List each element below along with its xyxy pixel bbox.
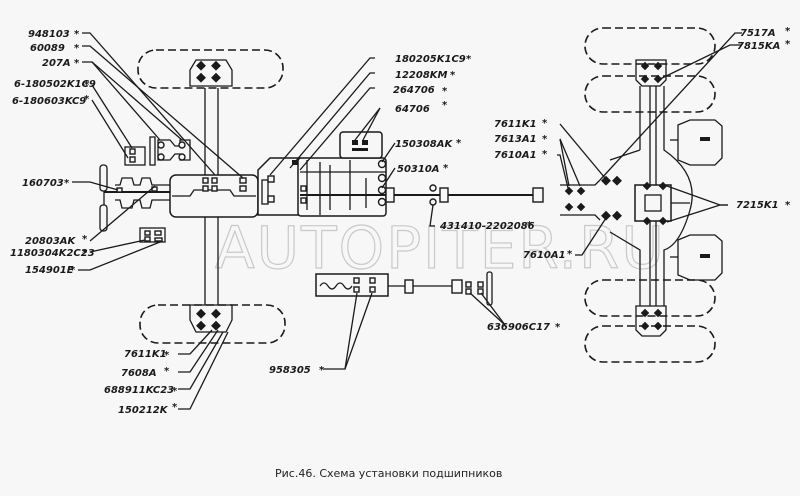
marker-star: *	[542, 134, 548, 145]
marker-star: *	[74, 43, 80, 54]
part-label-7608a: 7608A	[121, 368, 157, 379]
marker-star: *	[164, 366, 170, 377]
part-label-180205k1c9: 180205K1C9	[395, 54, 466, 65]
propeller-shaft	[385, 184, 544, 206]
marker-star: *	[172, 402, 178, 413]
marker-star: *	[555, 322, 561, 333]
brake-drum-top	[670, 119, 723, 166]
part-label-7613a1: 7613A1	[494, 134, 537, 145]
marker-star: *	[70, 265, 76, 276]
marker-star: *	[82, 248, 88, 259]
part-label-12208km: 12208KM	[395, 70, 448, 81]
part-label-207a: 207A	[42, 58, 71, 69]
part-label-688911kc23: 688911KC23	[104, 385, 174, 396]
marker-star: *	[785, 39, 791, 50]
clutch-housing	[257, 157, 301, 216]
part-label-636906c17: 636906C17	[487, 322, 550, 333]
brake-drum-bottom	[670, 234, 723, 281]
marker-star: *	[74, 29, 80, 40]
part-label-264706: 264706	[393, 85, 435, 96]
marker-star: *	[785, 200, 791, 211]
part-label-154901e: 154901E	[25, 265, 74, 276]
part-label-6-180603kc9: 6-180603KC9	[12, 96, 86, 107]
marker-star: *	[64, 178, 70, 189]
marker-star: *	[527, 220, 533, 231]
marker-star: *	[567, 249, 573, 260]
marker-star: *	[74, 58, 80, 69]
marker-star: *	[84, 94, 90, 105]
part-label-50310a: 50310A	[397, 164, 440, 175]
watermark: AUTOPITER.RU	[215, 214, 666, 282]
marker-star: *	[443, 163, 449, 174]
part-label-7611k1-bottom: 7611K1	[124, 349, 167, 360]
front-left-wheel-bottom	[139, 304, 286, 344]
leader-lines	[72, 32, 742, 410]
part-label-7215k1: 7215K1	[736, 200, 779, 211]
intermediate-shaft	[315, 271, 493, 306]
marker-star: *	[542, 118, 548, 129]
part-label-7517a: 7517A	[740, 28, 776, 39]
marker-star: *	[466, 54, 472, 65]
part-label-7815ka: 7815KA	[737, 41, 780, 52]
rear-wheels-bottom	[584, 279, 716, 363]
marker-star: *	[542, 149, 548, 160]
part-label-60089: 60089	[30, 43, 65, 54]
part-label-7610a1: 7610A1	[494, 150, 537, 161]
rear-axle-housing	[609, 86, 693, 306]
part-label-150308ak: 150308AK	[395, 139, 453, 150]
marker-star: *	[442, 100, 448, 111]
water-pump	[124, 136, 191, 166]
front-left-wheel-top	[137, 49, 284, 89]
figure-caption: Рис.46. Схема установки подшипников	[275, 467, 502, 480]
compressor-unit	[139, 227, 166, 243]
part-label-150212k: 150212K	[118, 405, 169, 416]
front-pulley-assembly	[99, 164, 170, 232]
part-label-160703: 160703	[22, 178, 64, 189]
marker-star: *	[319, 365, 325, 376]
marker-star: *	[442, 86, 448, 97]
part-label-7611k1: 7611K1	[494, 119, 537, 130]
marker-star: *	[456, 138, 462, 149]
marker-star: *	[450, 70, 456, 81]
marker-star: *	[785, 26, 791, 37]
part-label-20803ak: 20803AK	[25, 236, 77, 247]
marker-star: *	[82, 234, 88, 245]
part-label-431410-2202086: 431410-2202086	[439, 221, 535, 232]
gearbox	[297, 131, 440, 217]
part-label-7610a1-lower: 7610A1	[523, 250, 566, 261]
engine-block	[169, 174, 259, 218]
part-label-6-180502k1c9: 6-180502K1C9	[14, 79, 96, 90]
part-label-1180304k2c23: 1180304K2C23	[10, 248, 95, 259]
marker-star: *	[84, 80, 90, 91]
marker-star: *	[172, 386, 178, 397]
part-label-958305: 958305	[269, 365, 311, 376]
marker-star: *	[164, 350, 170, 361]
part-label-64706: 64706	[395, 104, 430, 115]
part-label-948103: 948103	[28, 29, 70, 40]
